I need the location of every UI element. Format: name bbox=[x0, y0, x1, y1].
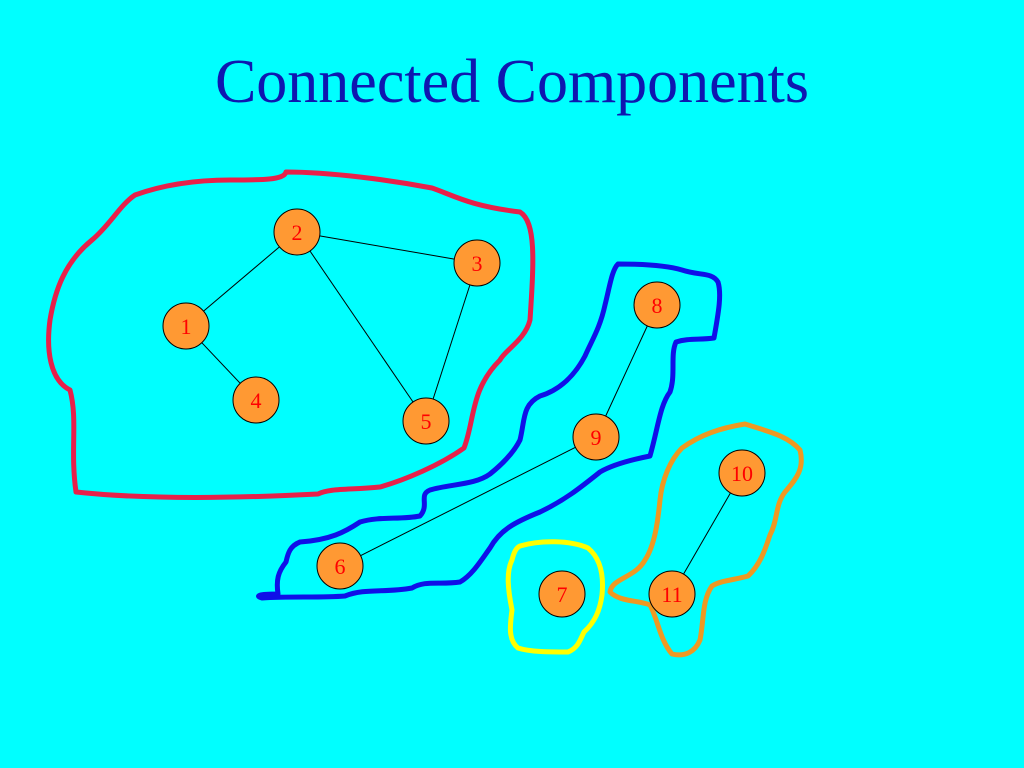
node-label-4: 4 bbox=[251, 388, 262, 413]
edge-8-9 bbox=[605, 325, 648, 417]
edge-3-5 bbox=[432, 284, 471, 400]
node-5: 5 bbox=[402, 397, 450, 445]
node-label-6: 6 bbox=[335, 554, 346, 579]
node-9: 9 bbox=[572, 413, 620, 461]
node-circle-5 bbox=[402, 397, 450, 445]
node-label-1: 1 bbox=[181, 314, 192, 339]
edge-1-2 bbox=[203, 246, 280, 312]
node-2: 2 bbox=[273, 208, 321, 256]
edge-10-11 bbox=[683, 492, 731, 575]
component-outline-red bbox=[46, 169, 536, 500]
node-1: 1 bbox=[162, 302, 210, 350]
node-label-3: 3 bbox=[472, 251, 483, 276]
edge-9-6 bbox=[360, 446, 576, 557]
graph-nodes: 1 2 3 4 5 6 7 8 9 10 11 bbox=[162, 208, 766, 618]
edge-2-3 bbox=[319, 235, 455, 260]
node-circle-3 bbox=[453, 239, 501, 287]
node-label-8: 8 bbox=[652, 293, 663, 318]
component-outline-yellow bbox=[505, 539, 605, 655]
node-7: 7 bbox=[538, 570, 586, 618]
node-circle-11 bbox=[648, 570, 696, 618]
edge-1-4 bbox=[201, 342, 241, 384]
node-label-5: 5 bbox=[421, 409, 432, 434]
node-circle-6 bbox=[316, 542, 364, 590]
node-circle-9 bbox=[572, 413, 620, 461]
node-circle-8 bbox=[633, 281, 681, 329]
node-circle-2 bbox=[273, 208, 321, 256]
node-3: 3 bbox=[453, 239, 501, 287]
node-label-2: 2 bbox=[292, 220, 303, 245]
node-label-9: 9 bbox=[591, 425, 602, 450]
component-outline-blue bbox=[256, 261, 723, 601]
node-6: 6 bbox=[316, 542, 364, 590]
node-circle-1 bbox=[162, 302, 210, 350]
node-label-10: 10 bbox=[731, 461, 753, 486]
node-label-11: 11 bbox=[661, 582, 682, 607]
node-circle-10 bbox=[718, 449, 766, 497]
node-8: 8 bbox=[633, 281, 681, 329]
node-4: 4 bbox=[232, 376, 280, 424]
graph-edges bbox=[201, 235, 731, 575]
slide-title: Connected Components bbox=[214, 48, 810, 116]
component-outlines bbox=[46, 169, 804, 658]
edge-2-5 bbox=[309, 250, 414, 403]
node-circle-4 bbox=[232, 376, 280, 424]
node-circle-7 bbox=[538, 570, 586, 618]
component-outline-orange bbox=[607, 421, 804, 658]
node-label-7: 7 bbox=[557, 582, 568, 607]
node-11: 11 bbox=[648, 570, 696, 618]
node-10: 10 bbox=[718, 449, 766, 497]
